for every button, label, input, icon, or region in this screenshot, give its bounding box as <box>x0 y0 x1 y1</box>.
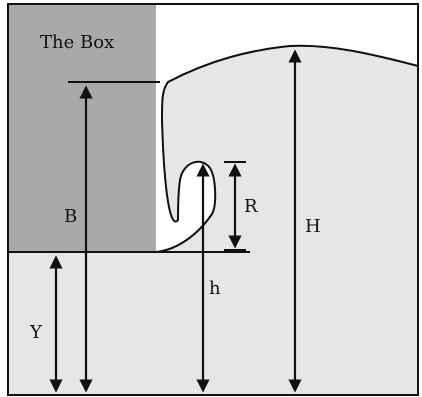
label-capital-h: H <box>305 216 321 237</box>
free-surface-curve <box>155 44 419 253</box>
box-label: The Box <box>40 32 114 53</box>
label-b: B <box>64 206 77 227</box>
label-h: h <box>209 278 221 299</box>
label-r: R <box>244 196 258 217</box>
frame <box>7 3 419 396</box>
label-y: Y <box>29 322 43 343</box>
fluid-region <box>8 45 418 395</box>
